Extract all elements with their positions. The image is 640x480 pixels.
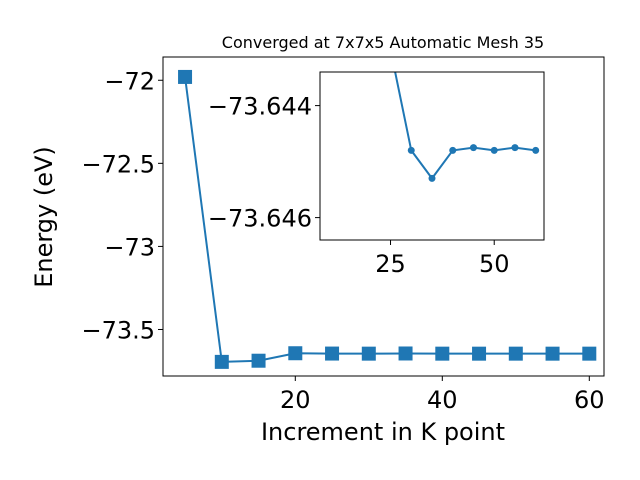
x-axis-label: Increment in K point xyxy=(261,418,505,446)
inset-point-3 xyxy=(449,146,457,154)
main-point-0 xyxy=(178,69,193,84)
main-data-series xyxy=(178,69,597,369)
main-point-8 xyxy=(472,346,487,361)
main-y-tick-label-2: −73 xyxy=(104,233,155,261)
main-y-tick-label-1: −72.5 xyxy=(81,150,155,178)
main-axis-ticks: 20 40 60 −72 −72.5 −73 −73.5 xyxy=(81,67,604,414)
inset-x-tick-label-1: 50 xyxy=(479,250,510,278)
y-axis-label: Energy (eV) xyxy=(30,146,58,288)
main-point-3 xyxy=(288,346,303,361)
main-point-1 xyxy=(214,354,229,369)
main-point-7 xyxy=(435,346,450,361)
inset-point-4 xyxy=(469,144,477,152)
main-point-10 xyxy=(545,346,560,361)
main-point-4 xyxy=(325,346,340,361)
inset-background xyxy=(320,72,544,240)
main-y-tick-label-0: −72 xyxy=(104,67,155,95)
inset-point-5 xyxy=(490,146,498,154)
main-x-tick-label-1: 40 xyxy=(427,386,458,414)
main-point-9 xyxy=(508,346,523,361)
inset-plot-frame xyxy=(319,71,545,241)
inset-y-tick-label-1: −73.644 xyxy=(208,93,312,121)
chart-title: Converged at 7x7x5 Automatic Mesh 35 xyxy=(222,33,544,52)
main-plot-frame xyxy=(162,56,605,377)
inset-point-7 xyxy=(532,146,540,154)
main-point-11 xyxy=(582,346,597,361)
inset-data-series xyxy=(394,72,540,182)
main-point-6 xyxy=(398,346,413,361)
main-y-tick-label-3: −73.5 xyxy=(81,316,155,344)
inset-axis-ticks: 25 50 −73.646 −73.644 xyxy=(208,93,510,278)
main-point-5 xyxy=(361,346,376,361)
inset-point-2 xyxy=(428,174,436,182)
main-x-tick-label-2: 60 xyxy=(574,386,605,414)
inset-point-1 xyxy=(407,146,415,154)
inset-point-6 xyxy=(511,144,519,152)
inset-x-tick-label-0: 25 xyxy=(375,250,406,278)
inset-y-tick-label-0: −73.646 xyxy=(208,205,312,233)
main-x-tick-label-0: 20 xyxy=(280,386,311,414)
main-point-2 xyxy=(251,353,266,368)
